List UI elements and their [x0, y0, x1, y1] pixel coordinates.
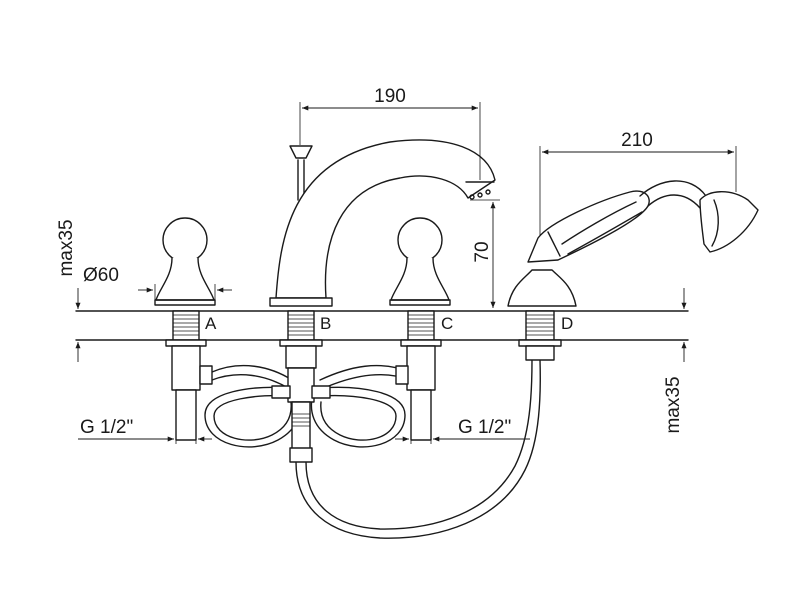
- supply-hoses: [204, 359, 541, 539]
- thread-left-label: G 1/2": [80, 417, 133, 438]
- hand-shower-d: [507, 180, 759, 361]
- thread-right-label: G 1/2": [458, 417, 511, 438]
- deck-plate: [75, 310, 689, 341]
- valve-c: [389, 217, 451, 441]
- position-label-b: B: [320, 314, 331, 333]
- position-label-c: C: [441, 314, 453, 333]
- spout-reach-label: 190: [374, 86, 406, 107]
- valve-a: [154, 217, 216, 441]
- dimension-lines: [75, 102, 737, 444]
- spout-height-label: 70: [472, 241, 493, 262]
- max-deck-top-label: max35: [56, 219, 77, 276]
- shower-reach-label: 210: [621, 130, 653, 151]
- position-label-a: A: [205, 314, 217, 333]
- spout-b: [269, 139, 496, 463]
- knob-diameter-label: Ø60: [83, 265, 119, 286]
- position-label-d: D: [561, 314, 573, 333]
- max-deck-bottom-label: max35: [663, 376, 684, 433]
